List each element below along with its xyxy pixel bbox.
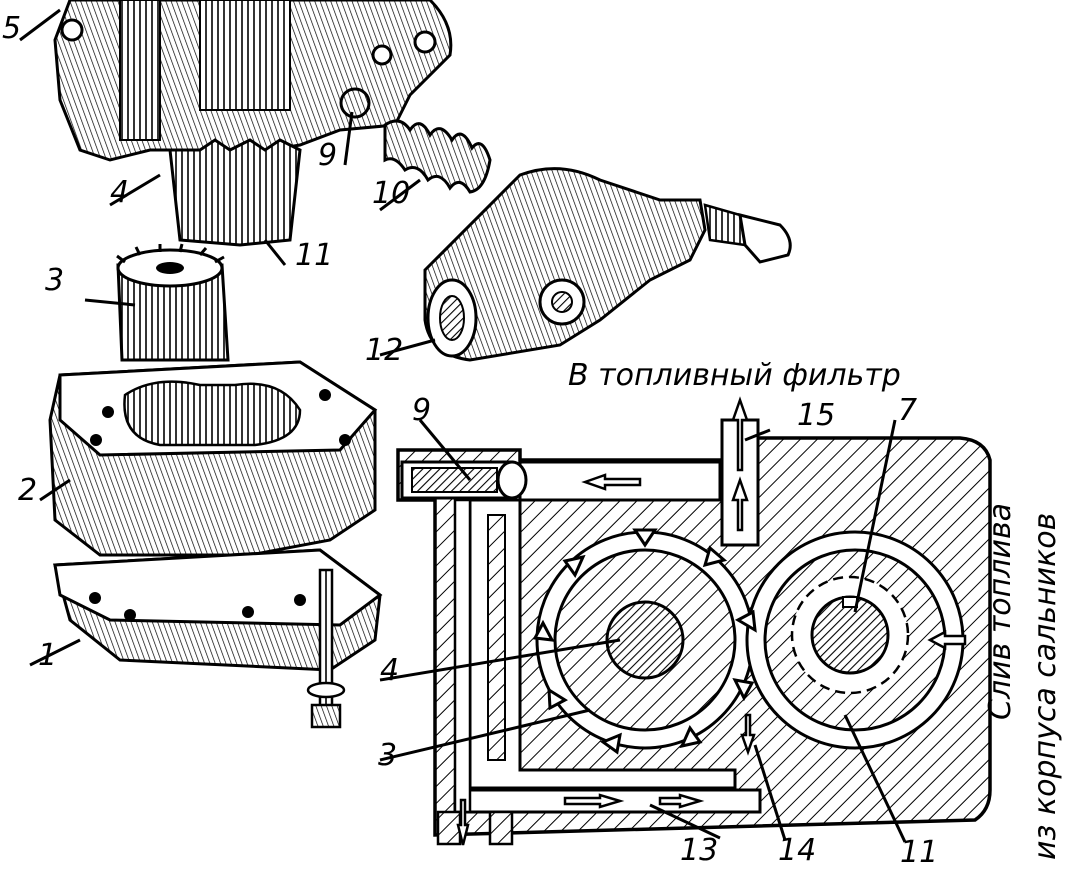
gear-3-exploded [116,243,230,362]
label-13: 13 [680,833,718,868]
label-3-bottom: 3 [378,738,397,773]
label-11-top: 11 [295,238,333,273]
drive-gear-4 [532,528,757,755]
gear-4-teeth [532,528,757,755]
caption-to-filter: В топливный фильтр [568,358,901,393]
body-plate-2 [48,360,378,557]
label-9-bottom: 9 [412,393,431,428]
label-9-top: 9 [318,138,337,173]
label-5: 5 [2,11,21,46]
driven-gear-11 [763,548,947,732]
leader-lines [19,8,907,843]
cover-plate-1 [53,548,383,729]
valve-body-12 [423,167,792,362]
flow-arrows [456,396,967,846]
label-2: 2 [18,473,37,508]
caption-drain-line2: из корпуса сальников [1028,513,1063,860]
label-7: 7 [898,393,917,428]
label-1: 1 [38,638,57,673]
label-14: 14 [778,833,816,868]
label-10: 10 [372,176,410,211]
label-3-top: 3 [45,263,64,298]
caption-drain-line1: Слив топлива [983,503,1018,720]
gear-11-top [168,138,302,247]
label-4-top: 4 [110,175,129,210]
label-15: 15 [797,398,835,433]
label-11-bottom: 11 [900,835,938,869]
label-12: 12 [365,333,403,368]
part-labels: 5 4 9 10 11 3 12 2 1 9 15 7 4 3 13 14 11 [2,11,938,869]
spring-10 [383,119,492,194]
label-4-bottom: 4 [380,653,399,688]
